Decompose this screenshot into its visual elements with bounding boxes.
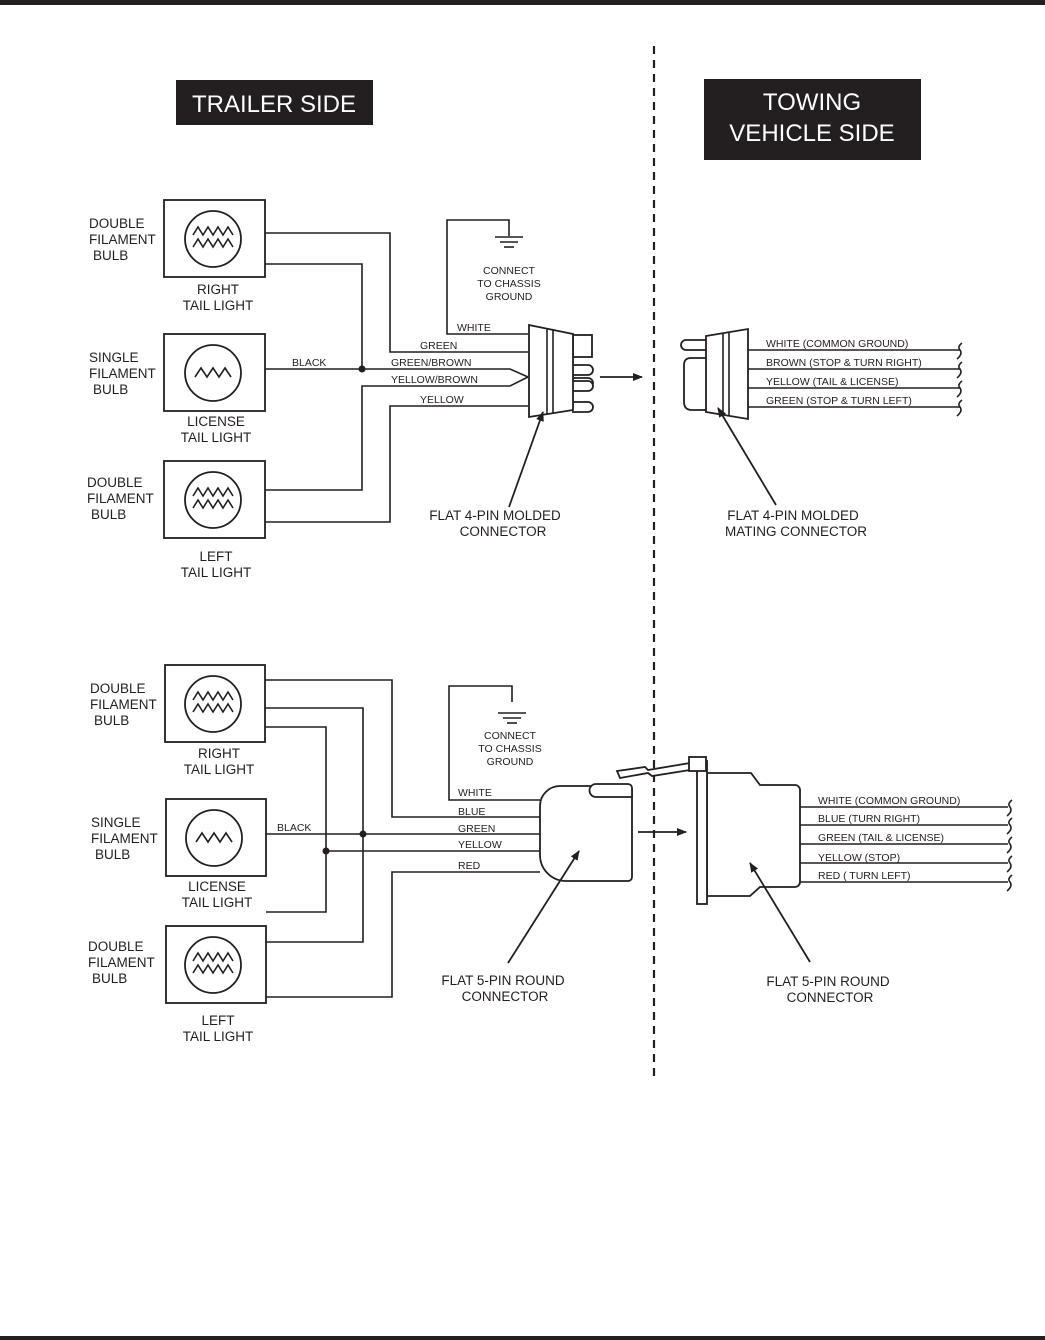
wire-label: YELLOW	[420, 394, 464, 406]
wire-red	[266, 871, 540, 998]
pointer-arrow-icon	[749, 862, 811, 963]
flat-4pin-connector-icon	[528, 323, 594, 419]
double-filament-icon	[184, 471, 242, 529]
wire-green	[265, 232, 528, 353]
wire-black	[265, 368, 529, 378]
ground-icon	[494, 236, 524, 248]
wire-label: BROWN (STOP & TURN RIGHT)	[766, 357, 922, 369]
wire-label: YELLOW	[458, 839, 502, 851]
towing-side-header: TOWING VEHICLE SIDE	[704, 79, 921, 160]
towing-side-label-2: VEHICLE SIDE	[729, 120, 894, 147]
wire-label: YELLOW (TAIL & LICENSE)	[766, 376, 898, 388]
wire-label: WHITE	[457, 322, 491, 334]
bottom-rule	[0, 1336, 1045, 1340]
wire-label: YELLOW/BROWN	[391, 374, 478, 386]
wire-white-ground	[448, 685, 540, 801]
wire-blue	[265, 679, 540, 818]
left-tail-light	[163, 460, 266, 539]
wire-break-icon	[956, 342, 963, 417]
double-filament-icon	[184, 675, 242, 733]
right-tail-light	[163, 199, 266, 278]
double-filament-icon	[184, 210, 242, 268]
wire-label: YELLOW (STOP)	[818, 852, 900, 864]
wire-label: WHITE (COMMON GROUND)	[818, 795, 960, 807]
wire-right-low	[265, 726, 327, 913]
splice-dot	[358, 365, 366, 373]
top-rule	[0, 0, 1045, 5]
flat-5pin-round-vehicle-connector-icon	[688, 756, 801, 905]
pointer-arrow-icon	[508, 411, 544, 508]
wire-right-to-black	[265, 263, 363, 369]
wire-label: GREEN/BROWN	[391, 357, 472, 369]
flat-4pin-mating-connector-icon	[680, 327, 749, 421]
single-filament-icon	[185, 809, 243, 867]
vehicle-wires	[800, 806, 1008, 883]
ground-icon	[497, 712, 527, 724]
wire-label: GREEN (TAIL & LICENSE)	[818, 832, 944, 844]
wire-label: GREEN (STOP & TURN LEFT)	[766, 395, 912, 407]
wire-right-mid	[265, 707, 364, 943]
flat-5pin-round-connector-icon	[539, 761, 691, 882]
wire-label: BLUE	[458, 806, 485, 818]
vehicle-wires	[748, 349, 960, 408]
wire-label: RED	[458, 860, 481, 872]
splice-dot	[322, 847, 330, 855]
wire-label: BLUE (TURN RIGHT)	[818, 813, 920, 825]
wire-label: GREEN	[458, 823, 495, 835]
pointer-arrow-icon	[507, 850, 580, 964]
wire-yellow	[265, 405, 528, 523]
wire-label: WHITE (COMMON GROUND)	[766, 338, 908, 350]
double-filament-icon	[184, 936, 242, 994]
wire-yellow-brown	[265, 376, 529, 491]
black-wire-label: BLACK	[277, 822, 311, 834]
right-tail-light	[164, 664, 266, 743]
wire-label: WHITE	[458, 787, 492, 799]
pointer-arrow-icon	[717, 407, 777, 506]
wire-break-icon	[1006, 799, 1013, 892]
wire-white-ground	[446, 219, 528, 335]
wire-label: GREEN	[420, 340, 457, 352]
splice-dot	[359, 830, 367, 838]
trailer-side-header: TRAILER SIDE	[176, 80, 373, 125]
license-tail-light	[165, 798, 267, 877]
black-wire-label: BLACK	[292, 357, 326, 369]
single-filament-icon	[184, 344, 242, 402]
wire-label: RED ( TURN LEFT)	[818, 870, 911, 882]
towing-side-label-1: TOWING	[763, 89, 861, 116]
license-tail-light	[163, 333, 266, 412]
left-tail-light	[165, 925, 267, 1004]
trailer-side-label: TRAILER SIDE	[192, 91, 356, 118]
